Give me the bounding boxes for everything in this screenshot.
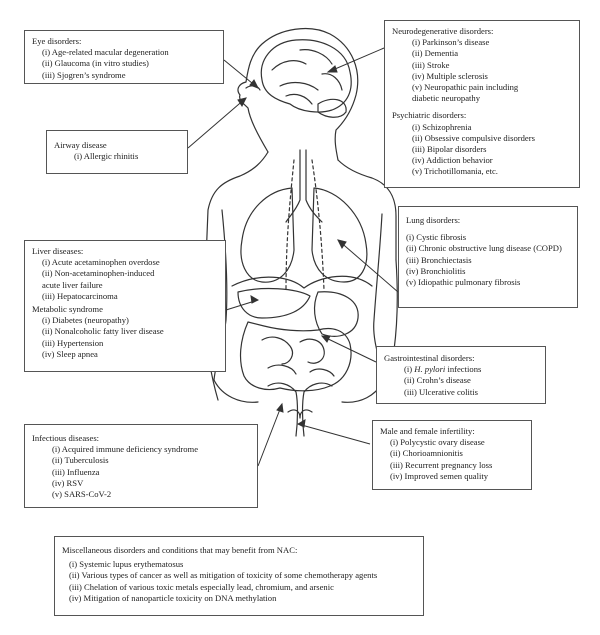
list-item: (ii) Non-acetaminophen-induced — [42, 268, 155, 279]
gi-item-italic: H. pylori — [414, 364, 446, 375]
airway-connector — [187, 97, 247, 149]
eye-disorders-box: Eye disorders: (i) Age-related macular d… — [24, 30, 224, 84]
gi-arrowhead — [320, 335, 331, 343]
list-item: (i) Acquired immune deficiency syndrome — [52, 444, 199, 455]
list-item: (v) Idiopathic pulmonary fibrosis — [406, 277, 521, 288]
list-item: (i) Polycystic ovary disease — [390, 437, 485, 448]
trachea — [285, 149, 323, 223]
liver-arrowhead — [250, 295, 260, 304]
infectious-diseases-title: Infectious diseases: — [32, 433, 100, 443]
infect-connector — [257, 403, 283, 467]
reproductive-organs — [267, 382, 333, 437]
list-item: (ii) Obsessive compulsive disorders — [412, 132, 535, 143]
list-item: (i) Acute acetaminophen overdose — [42, 257, 160, 268]
list-item: (ii) Chronic obstructive lung disease (C… — [406, 243, 562, 254]
airway-disease-title: Airway disease — [54, 140, 107, 150]
neurodegenerative-title: Neurodegenerative disorders: — [392, 26, 494, 36]
list-item: (i) Systemic lupus erythematosus — [69, 559, 184, 570]
list-item: (i) Cystic fibrosis — [406, 232, 467, 243]
list-item-continuation: diabetic neuropathy — [412, 93, 481, 104]
gi-connector — [321, 335, 377, 363]
list-item: (ii) Nonalcoholic fatty liver disease — [42, 326, 164, 337]
list-item: (iii) Stroke — [412, 59, 450, 70]
list-item: (iv) RSV — [52, 477, 84, 488]
spinal-dashes — [285, 159, 325, 291]
list-item: (i) Parkinson’s disease — [412, 37, 490, 48]
airway-arrowhead — [237, 97, 247, 107]
list-item: (iii) Chelation of various toxic metals … — [69, 581, 334, 592]
list-item: (ii) Dementia — [412, 48, 459, 59]
miscellaneous-title: Miscellaneous disorders and conditions t… — [62, 545, 298, 555]
cerebellum — [317, 98, 347, 118]
brain-folds — [271, 49, 343, 105]
lung-disorders-box: Lung disorders: (i) Cystic fibrosis (ii)… — [398, 206, 578, 308]
metabolic-syndrome-title: Metabolic syndrome — [32, 304, 103, 315]
list-item: (iii) Ulcerative colitis — [404, 386, 478, 397]
liver — [237, 287, 311, 319]
list-item: (v) Trichotillomania, etc. — [412, 166, 498, 177]
list-item: (i) H. pylori infections — [384, 364, 538, 375]
list-item: (iv) Improved semen quality — [390, 470, 489, 481]
head-outline — [237, 27, 359, 161]
psychiatric-title: Psychiatric disorders: — [392, 110, 467, 121]
list-item: (i) Allergic rhinitis — [74, 151, 139, 162]
infertility-box: Male and female infertility: (i) Polycys… — [372, 420, 532, 490]
list-item: (iv) Addiction behavior — [412, 155, 493, 166]
right-shoulder — [337, 159, 397, 261]
list-item: (iv) Bronchiolitis — [406, 265, 466, 276]
list-item: (iii) Hypertension — [42, 337, 104, 348]
gastrointestinal-title: Gastrointestinal disorders: — [384, 353, 475, 363]
neuro-connector — [327, 47, 385, 73]
list-item: (ii) Crohn’s disease — [404, 375, 471, 386]
list-item-continuation: acute liver failure — [42, 279, 103, 290]
list-item: (v) SARS-CoV-2 — [52, 489, 112, 500]
list-item: (iii) Hepatocarcinoma — [42, 290, 118, 301]
list-item: (iii) Recurrent pregnancy loss — [390, 459, 493, 470]
lung-disorders-title: Lung disorders: — [406, 215, 461, 225]
list-item: (iv) Multiple sclerosis — [412, 70, 488, 81]
gastrointestinal-box: Gastrointestinal disorders: (i) H. pylor… — [376, 346, 546, 404]
diaphragm — [231, 275, 373, 289]
list-item: (ii) Various types of cancer as well as … — [69, 570, 378, 581]
stomach — [313, 291, 359, 337]
list-item: (iii) Bronchiectasis — [406, 254, 472, 265]
eye-disorders-title: Eye disorders: — [32, 36, 82, 46]
eye-arrowhead — [249, 79, 260, 89]
list-item: (ii) Chorioamnionitis — [390, 448, 463, 459]
brain-outline — [260, 39, 352, 113]
list-item: (iii) Sjogren’s syndrome — [42, 69, 126, 80]
list-item: (iii) Bipolar disorders — [412, 144, 487, 155]
left-lung — [240, 187, 295, 283]
liver-diseases-box: Liver diseases: (i) Acute acetaminophen … — [24, 240, 226, 372]
list-item: (iv) Sleep apnea — [42, 348, 98, 359]
intestines — [239, 321, 352, 392]
neuro-arrowhead — [326, 65, 338, 73]
list-item: (i) Age-related macular degeneration — [42, 47, 169, 58]
liver-diseases-title: Liver diseases: — [32, 246, 84, 256]
list-item: (ii) Tuberculosis — [52, 455, 109, 466]
infertility-connector — [297, 423, 371, 445]
lung-arrowhead — [337, 239, 347, 249]
infectious-diseases-box: Infectious diseases: (i) Acquired immune… — [24, 424, 258, 508]
gi-item-suffix: infections — [445, 364, 482, 375]
intestine-loops — [261, 336, 335, 377]
gi-item-prefix: (i) — [404, 364, 415, 375]
list-item: (ii) Glaucoma (in vitro studies) — [42, 58, 149, 69]
right-lung — [311, 187, 368, 283]
infertility-arrowhead — [296, 419, 306, 428]
infect-arrowhead — [276, 402, 284, 413]
miscellaneous-box: Miscellaneous disorders and conditions t… — [54, 536, 424, 616]
list-item: (i) Diabetes (neuropathy) — [42, 315, 129, 326]
infertility-title: Male and female infertility: — [380, 426, 475, 436]
list-item: (iv) Mitigation of nanoparticle toxicity… — [69, 592, 277, 603]
left-shoulder — [205, 151, 269, 261]
lung-connector — [337, 239, 399, 293]
list-item: (v) Neuropathic pain including — [412, 82, 519, 93]
list-item: (i) Schizophrenia — [412, 121, 472, 132]
list-item: (iii) Influenza — [52, 466, 100, 477]
neurodegenerative-box: Neurodegenerative disorders: (i) Parkins… — [384, 20, 580, 188]
airway-disease-box: Airway disease (i) Allergic rhinitis — [46, 130, 188, 174]
